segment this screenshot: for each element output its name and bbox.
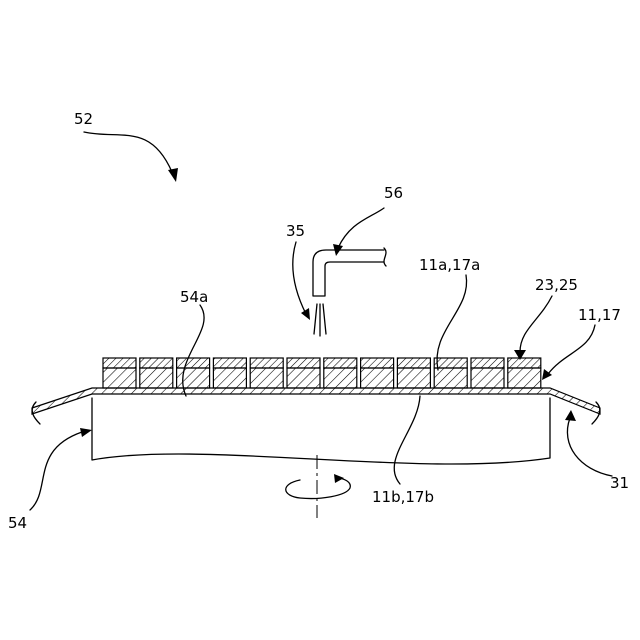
chip-electrode-layer bbox=[324, 358, 357, 368]
chip bbox=[287, 358, 320, 388]
chip-body bbox=[177, 368, 210, 388]
chip-electrode-layer bbox=[213, 358, 246, 368]
leader-11a bbox=[437, 275, 467, 370]
label-31: 31 bbox=[610, 474, 629, 492]
protective-tape bbox=[32, 388, 600, 414]
chip-body bbox=[361, 368, 394, 388]
chip bbox=[508, 358, 541, 388]
chip bbox=[177, 358, 210, 388]
chuck-table bbox=[92, 398, 550, 464]
chip-body bbox=[324, 368, 357, 388]
leader-31-head bbox=[565, 410, 576, 421]
chip-electrode-layer bbox=[508, 358, 541, 368]
leader-56 bbox=[338, 208, 384, 248]
chip-body bbox=[103, 368, 136, 388]
label-56: 56 bbox=[384, 184, 403, 202]
chip-body bbox=[508, 368, 541, 388]
nozzle bbox=[313, 250, 384, 296]
leader-54-head bbox=[80, 428, 92, 437]
leader-54 bbox=[30, 432, 82, 510]
chip bbox=[324, 358, 357, 388]
chip bbox=[250, 358, 283, 388]
chip-electrode-layer bbox=[287, 358, 320, 368]
chip bbox=[213, 358, 246, 388]
chip bbox=[434, 358, 467, 388]
label-11b-17b: 11b,17b bbox=[372, 488, 434, 506]
chip bbox=[103, 358, 136, 388]
label-35: 35 bbox=[286, 222, 305, 240]
chip-electrode-layer bbox=[177, 358, 210, 368]
leader-35-head bbox=[301, 308, 310, 320]
chip-body bbox=[287, 368, 320, 388]
chip-electrode-layer bbox=[434, 358, 467, 368]
leader-52 bbox=[84, 132, 172, 172]
chip-body bbox=[250, 368, 283, 388]
label-54a: 54a bbox=[180, 288, 208, 306]
chip-electrode-layer bbox=[103, 358, 136, 368]
chip-body bbox=[213, 368, 246, 388]
leader-52-head bbox=[168, 168, 178, 182]
leader-35 bbox=[293, 242, 306, 314]
spray-lines bbox=[314, 304, 326, 336]
device-chips bbox=[103, 358, 541, 388]
chip-body bbox=[397, 368, 430, 388]
label-54: 54 bbox=[8, 514, 27, 532]
chip bbox=[397, 358, 430, 388]
label-11-17: 11,17 bbox=[578, 306, 621, 324]
chip-body bbox=[471, 368, 504, 388]
label-52: 52 bbox=[74, 110, 93, 128]
leader-1117 bbox=[548, 325, 595, 374]
leader-2325 bbox=[520, 296, 552, 352]
chip bbox=[140, 358, 173, 388]
label-23-25: 23,25 bbox=[535, 276, 578, 294]
leader-31 bbox=[567, 418, 612, 476]
chip-electrode-layer bbox=[361, 358, 394, 368]
chip bbox=[361, 358, 394, 388]
rotation-arrowhead bbox=[334, 474, 344, 483]
chip-electrode-layer bbox=[140, 358, 173, 368]
chip-electrode-layer bbox=[250, 358, 283, 368]
chip bbox=[471, 358, 504, 388]
rotation-arrow bbox=[286, 478, 351, 499]
chip-body bbox=[140, 368, 173, 388]
nozzle-break bbox=[384, 248, 386, 266]
chip-electrode-layer bbox=[397, 358, 430, 368]
chip-electrode-layer bbox=[471, 358, 504, 368]
leader-11b bbox=[394, 396, 420, 484]
chip-body bbox=[434, 368, 467, 388]
label-11a-17a: 11a,17a bbox=[419, 256, 480, 274]
